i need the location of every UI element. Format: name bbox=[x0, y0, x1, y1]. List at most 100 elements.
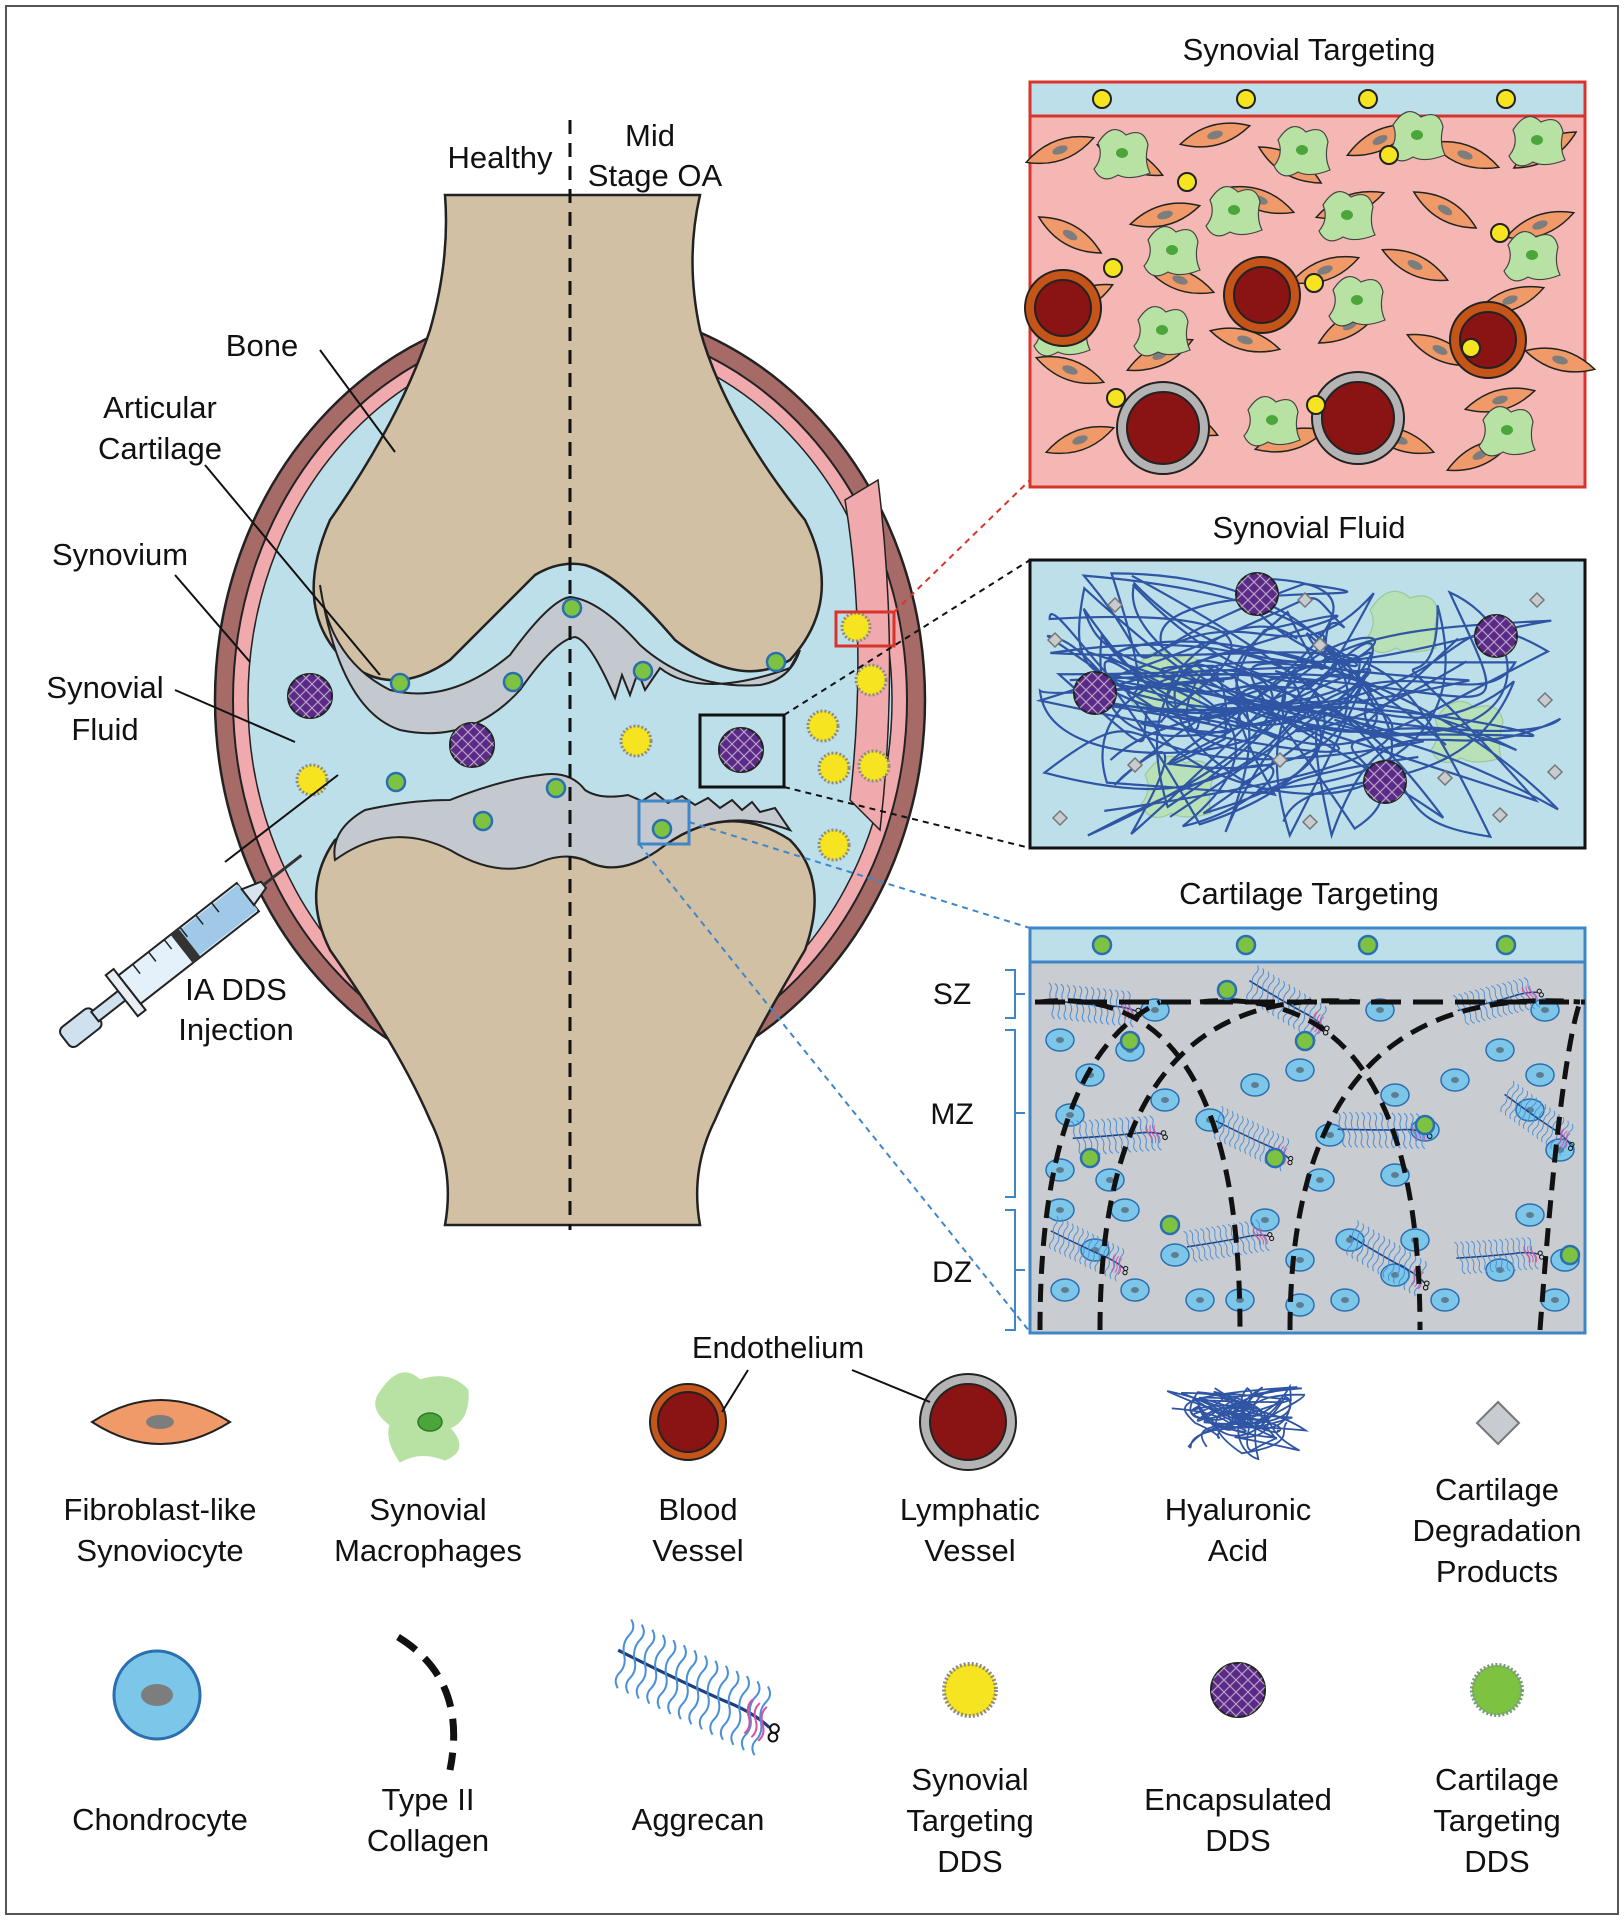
cartilage-zoom-connector-bottom bbox=[638, 843, 1031, 1333]
femur-bone bbox=[312, 193, 823, 682]
joint-leader-lines bbox=[174, 349, 396, 863]
legend-label-3-line1: Blood bbox=[658, 1492, 737, 1527]
zone-sz: SZ bbox=[933, 978, 971, 1011]
blood-vessel bbox=[1223, 256, 1301, 334]
legend-label-6-line1: Cartilage bbox=[1435, 1472, 1559, 1507]
chondrocyte bbox=[1515, 1203, 1545, 1227]
panel2-hyaluronic-network bbox=[1035, 572, 1564, 840]
legend-label-5-line2: Acid bbox=[1208, 1533, 1268, 1568]
macrophage-cell bbox=[1093, 128, 1151, 180]
legend-label-2-line1: Synovial bbox=[369, 1492, 486, 1527]
legend-label-8-line2: Collagen bbox=[367, 1823, 489, 1858]
type-ii-collagen-fiber bbox=[1537, 1001, 1583, 1331]
zone-mz: MZ bbox=[930, 1098, 973, 1131]
chondrocyte bbox=[1430, 1288, 1460, 1312]
legend-label-9-line1: Aggrecan bbox=[632, 1802, 765, 1837]
degradation-product bbox=[1271, 751, 1289, 769]
degradation-product bbox=[1126, 756, 1144, 774]
macrophage-cell bbox=[1243, 395, 1301, 447]
synovial-fluid-panel bbox=[1028, 558, 1587, 850]
legend: Endothelium Fibroblast-likeSynoviocyteSy… bbox=[64, 1330, 1582, 1879]
macrophage-cell bbox=[1328, 275, 1386, 327]
cartilage-targeting-title: Cartilage Targeting bbox=[1179, 876, 1439, 911]
chondrocyte bbox=[1330, 1288, 1360, 1312]
legend-labels: Fibroblast-likeSynoviocyteSynovialMacrop… bbox=[64, 1472, 1582, 1879]
chondrocyte bbox=[1120, 1278, 1150, 1302]
legend-label-1-line1: Fibroblast-like bbox=[64, 1492, 257, 1527]
fibroblast-cell bbox=[1128, 202, 1202, 228]
oa-label-line1: Mid bbox=[625, 118, 675, 153]
fibroblast-cell bbox=[1208, 327, 1282, 353]
macrophage-cell bbox=[1205, 185, 1263, 237]
legend-label-3-line2: Vessel bbox=[652, 1533, 743, 1568]
panel1-cells bbox=[1024, 110, 1597, 475]
aggrecan bbox=[1454, 1236, 1545, 1275]
endothelium-leader-blood bbox=[721, 1369, 749, 1413]
cartilage-zoom-connector-top bbox=[688, 821, 1031, 929]
blood-vessel bbox=[1449, 301, 1527, 379]
legend-label-1-line2: Synoviocyte bbox=[76, 1533, 243, 1568]
degradation-product bbox=[1311, 636, 1329, 654]
chondrocyte bbox=[1285, 1058, 1315, 1082]
blood-vessel bbox=[1024, 269, 1102, 347]
cartilage-dds-bound bbox=[1264, 1147, 1286, 1169]
cartilage-dds-bound bbox=[1294, 1030, 1316, 1052]
fibroblast-cell bbox=[1178, 122, 1252, 148]
panel3-cartilage-zones bbox=[1035, 965, 1585, 1331]
aggrecan-icon bbox=[614, 1618, 780, 1756]
degradation-product bbox=[1301, 813, 1319, 831]
synovial-dds-bound bbox=[1490, 223, 1510, 243]
chondrocyte bbox=[1110, 1198, 1140, 1222]
endothelium-leader-lymph bbox=[851, 1369, 931, 1403]
panel3-vessel-dds bbox=[1091, 934, 1517, 956]
synovial-fluid-title: Synovial Fluid bbox=[1213, 510, 1406, 545]
fibroblast-icon bbox=[90, 1399, 232, 1445]
chondrocyte bbox=[1305, 1168, 1335, 1192]
degradation-product-icon bbox=[1475, 1400, 1521, 1446]
lymphatic-vessel-icon bbox=[919, 1373, 1017, 1471]
macrophage-cell bbox=[1365, 590, 1439, 654]
fibroblast-cell bbox=[1429, 140, 1501, 170]
healthy-label: Healthy bbox=[447, 140, 553, 175]
encapsulated-dds-icon bbox=[1210, 1662, 1266, 1718]
aggrecan bbox=[1070, 1115, 1168, 1157]
legend-label-10-line1: Synovial bbox=[911, 1762, 1028, 1797]
synovium-label: Synovium bbox=[52, 537, 188, 572]
legend-label-5-line1: Hyaluronic bbox=[1165, 1492, 1311, 1527]
hyaluronic-acid-icon bbox=[1166, 1383, 1310, 1461]
legend-label-6-line2: Degradation bbox=[1413, 1513, 1582, 1548]
degradation-product bbox=[1546, 763, 1564, 781]
type-ii-collagen-fiber bbox=[1039, 998, 1243, 1331]
macrophage-cell bbox=[1133, 305, 1191, 357]
fibroblast-cell bbox=[1380, 248, 1450, 282]
cartilage-dds-bound bbox=[1414, 1114, 1436, 1136]
fibroblast-cell bbox=[1523, 347, 1597, 373]
synovium-zoom-box bbox=[834, 610, 896, 648]
legend-label-12-line1: Cartilage bbox=[1435, 1762, 1559, 1797]
fibroblast-cell bbox=[1044, 425, 1116, 455]
synovial-targeting-dds-icon bbox=[942, 1662, 998, 1718]
macrophage-cell bbox=[1478, 405, 1536, 457]
degradation-product bbox=[1046, 631, 1064, 649]
legend-label-10-line3: DDS bbox=[937, 1844, 1002, 1879]
bone-label: Bone bbox=[226, 328, 298, 363]
legend-label-2-line2: Macrophages bbox=[334, 1533, 522, 1568]
synovial-targeting-panel bbox=[1024, 80, 1597, 489]
injection-label-line2: Injection bbox=[178, 1012, 293, 1047]
articular-cartilage-label-line1: Articular bbox=[103, 390, 217, 425]
legend-label-8-line1: Type II bbox=[381, 1782, 474, 1817]
degradation-product bbox=[1296, 591, 1314, 609]
synovial-fluid-label-line1: Synovial bbox=[46, 670, 163, 705]
cartilage-dds-bound bbox=[1159, 1214, 1181, 1236]
degradation-product bbox=[1051, 809, 1069, 827]
legend-label-4-line2: Vessel bbox=[924, 1533, 1015, 1568]
synovial-dds-bound bbox=[1304, 273, 1324, 293]
hyaluronic-strand bbox=[1109, 577, 1535, 831]
synovial-targeting-title: Synovial Targeting bbox=[1183, 32, 1436, 67]
chondrocyte bbox=[1250, 1208, 1280, 1232]
fibroblast-cell bbox=[1037, 216, 1103, 254]
macrophage-cell bbox=[1318, 190, 1376, 242]
lymphatic-vessel bbox=[1116, 381, 1210, 475]
fluid-zoom-connector-bottom bbox=[783, 786, 1031, 849]
oa-label-line2: Stage OA bbox=[588, 158, 723, 193]
